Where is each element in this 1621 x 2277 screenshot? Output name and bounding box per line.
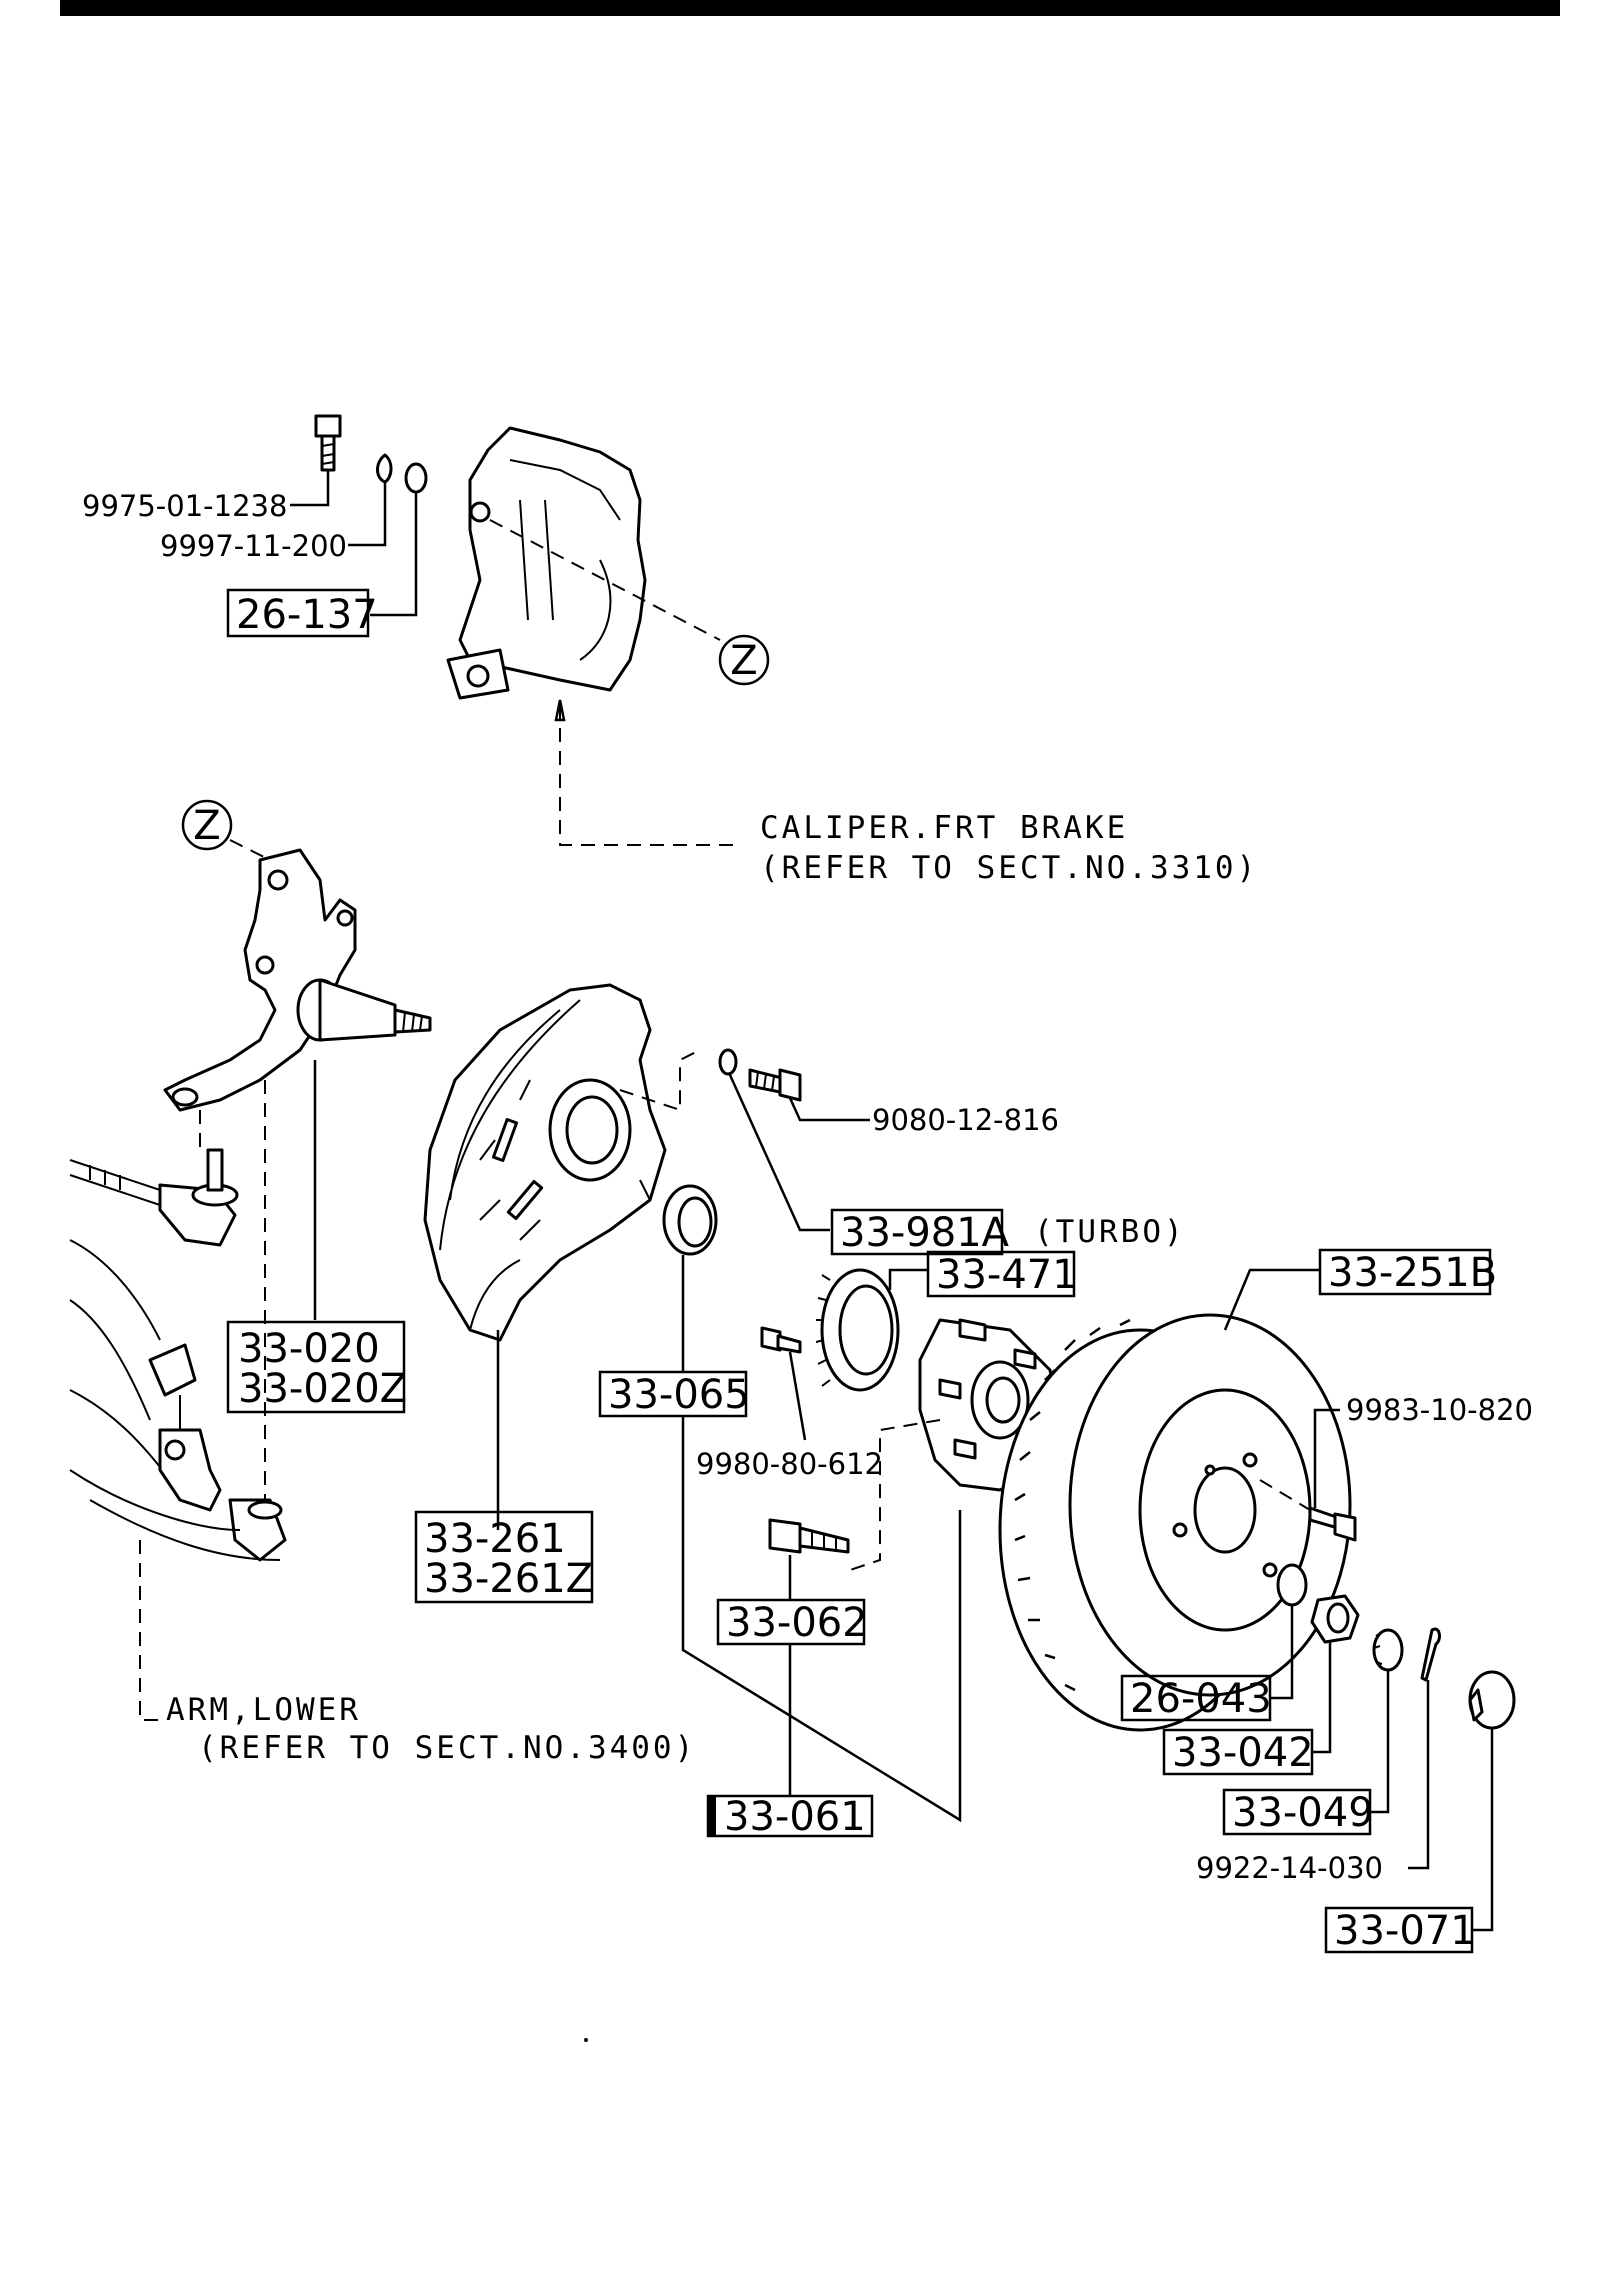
arm-reference-line2: (REFER TO SECT.NO.3400) <box>198 1730 696 1766</box>
box-26-043 <box>1120 1674 1272 1722</box>
top-border-bar <box>60 0 1560 16</box>
caliper-drawing <box>314 414 647 700</box>
part-33-251B: 33-251B <box>1328 1250 1497 1296</box>
part-33-261: 33-261 <box>424 1516 566 1562</box>
part-33-061: 33-061 <box>724 1794 866 1840</box>
part-33-071: 33-071 <box>1334 1908 1476 1954</box>
hub-nut-drawing <box>1310 1594 1360 1644</box>
bolt-9080-drawing <box>748 1068 802 1102</box>
box-26-137 <box>226 588 370 638</box>
caliper-reference-line2: (REFER TO SECT.NO.3310) <box>760 850 1258 886</box>
part-33-020: 33-020 <box>238 1326 380 1372</box>
box-33-981A <box>830 1208 1004 1256</box>
washer-drawing <box>1276 1563 1308 1607</box>
grease-cap-drawing <box>1468 1670 1516 1730</box>
disc-rotor-drawing <box>998 1313 1352 1732</box>
box-33-049 <box>1222 1788 1372 1836</box>
tie-rod-end-drawing <box>69 1148 239 1247</box>
part-33-261Z: 33-261Z <box>424 1556 593 1602</box>
dust-shield-drawing <box>423 983 667 1342</box>
part-9997-11-200: 9997-11-200 <box>160 529 347 563</box>
stray-dot <box>584 2038 588 2042</box>
o-ring-drawing <box>718 1048 738 1076</box>
box-33-261 <box>414 1510 594 1604</box>
box-33-061-left-bar <box>708 1796 716 1836</box>
part-33-062: 33-062 <box>726 1600 868 1646</box>
z-callout-left-circle <box>181 799 233 851</box>
part-33-981A: 33-981A <box>840 1210 1010 1256</box>
part-9922-14-030: 9922-14-030 <box>1196 1851 1383 1885</box>
box-33-471 <box>926 1250 1076 1298</box>
lock-cap-drawing <box>1372 1628 1404 1672</box>
part-33-471: 33-471 <box>936 1252 1078 1298</box>
part-9975-01-1238: 9975-01-1238 <box>82 489 287 523</box>
box-33-065 <box>598 1370 748 1418</box>
part-9080-12-816: 9080-12-816 <box>872 1103 1059 1137</box>
arm-reference-line1: ARM,LOWER <box>166 1692 361 1728</box>
caliper-to-z-dash <box>489 519 721 641</box>
oil-seal-drawing <box>662 1184 718 1256</box>
part-26-043: 26-043 <box>1130 1676 1272 1722</box>
part-33-020Z: 33-020Z <box>238 1366 407 1412</box>
box-33-020 <box>226 1320 406 1414</box>
part-26-137: 26-137 <box>236 592 378 638</box>
part-33-065: 33-065 <box>608 1372 750 1418</box>
knuckle-drawing <box>163 848 432 1112</box>
box-33-071 <box>1324 1906 1474 1954</box>
caliper-reference-line1: CALIPER.FRT BRAKE <box>760 810 1128 846</box>
hub-bolt-drawing <box>768 1518 850 1554</box>
rotor-screw-drawing <box>1308 1506 1357 1542</box>
lower-arm-drawing <box>69 1239 287 1562</box>
part-9983-10-820: 9983-10-820 <box>1346 1393 1533 1427</box>
part-33-049: 33-049 <box>1232 1790 1374 1836</box>
z-callout-top-circle <box>718 634 770 686</box>
box-33-042 <box>1162 1728 1314 1776</box>
turbo-note: (TURBO) <box>1034 1214 1186 1250</box>
box-33-251B <box>1318 1248 1492 1296</box>
part-9980-80-612: 9980-80-612 <box>696 1447 883 1481</box>
sensor-rotor-drawing <box>815 1268 900 1392</box>
caliper-reference-dash <box>559 705 740 846</box>
z-callout-top: Z <box>730 638 757 684</box>
sensor-bolt-drawing <box>760 1326 802 1354</box>
part-33-042: 33-042 <box>1172 1730 1314 1776</box>
z-callout-left: Z <box>193 803 220 849</box>
cotter-pin-drawing <box>1420 1627 1441 1682</box>
